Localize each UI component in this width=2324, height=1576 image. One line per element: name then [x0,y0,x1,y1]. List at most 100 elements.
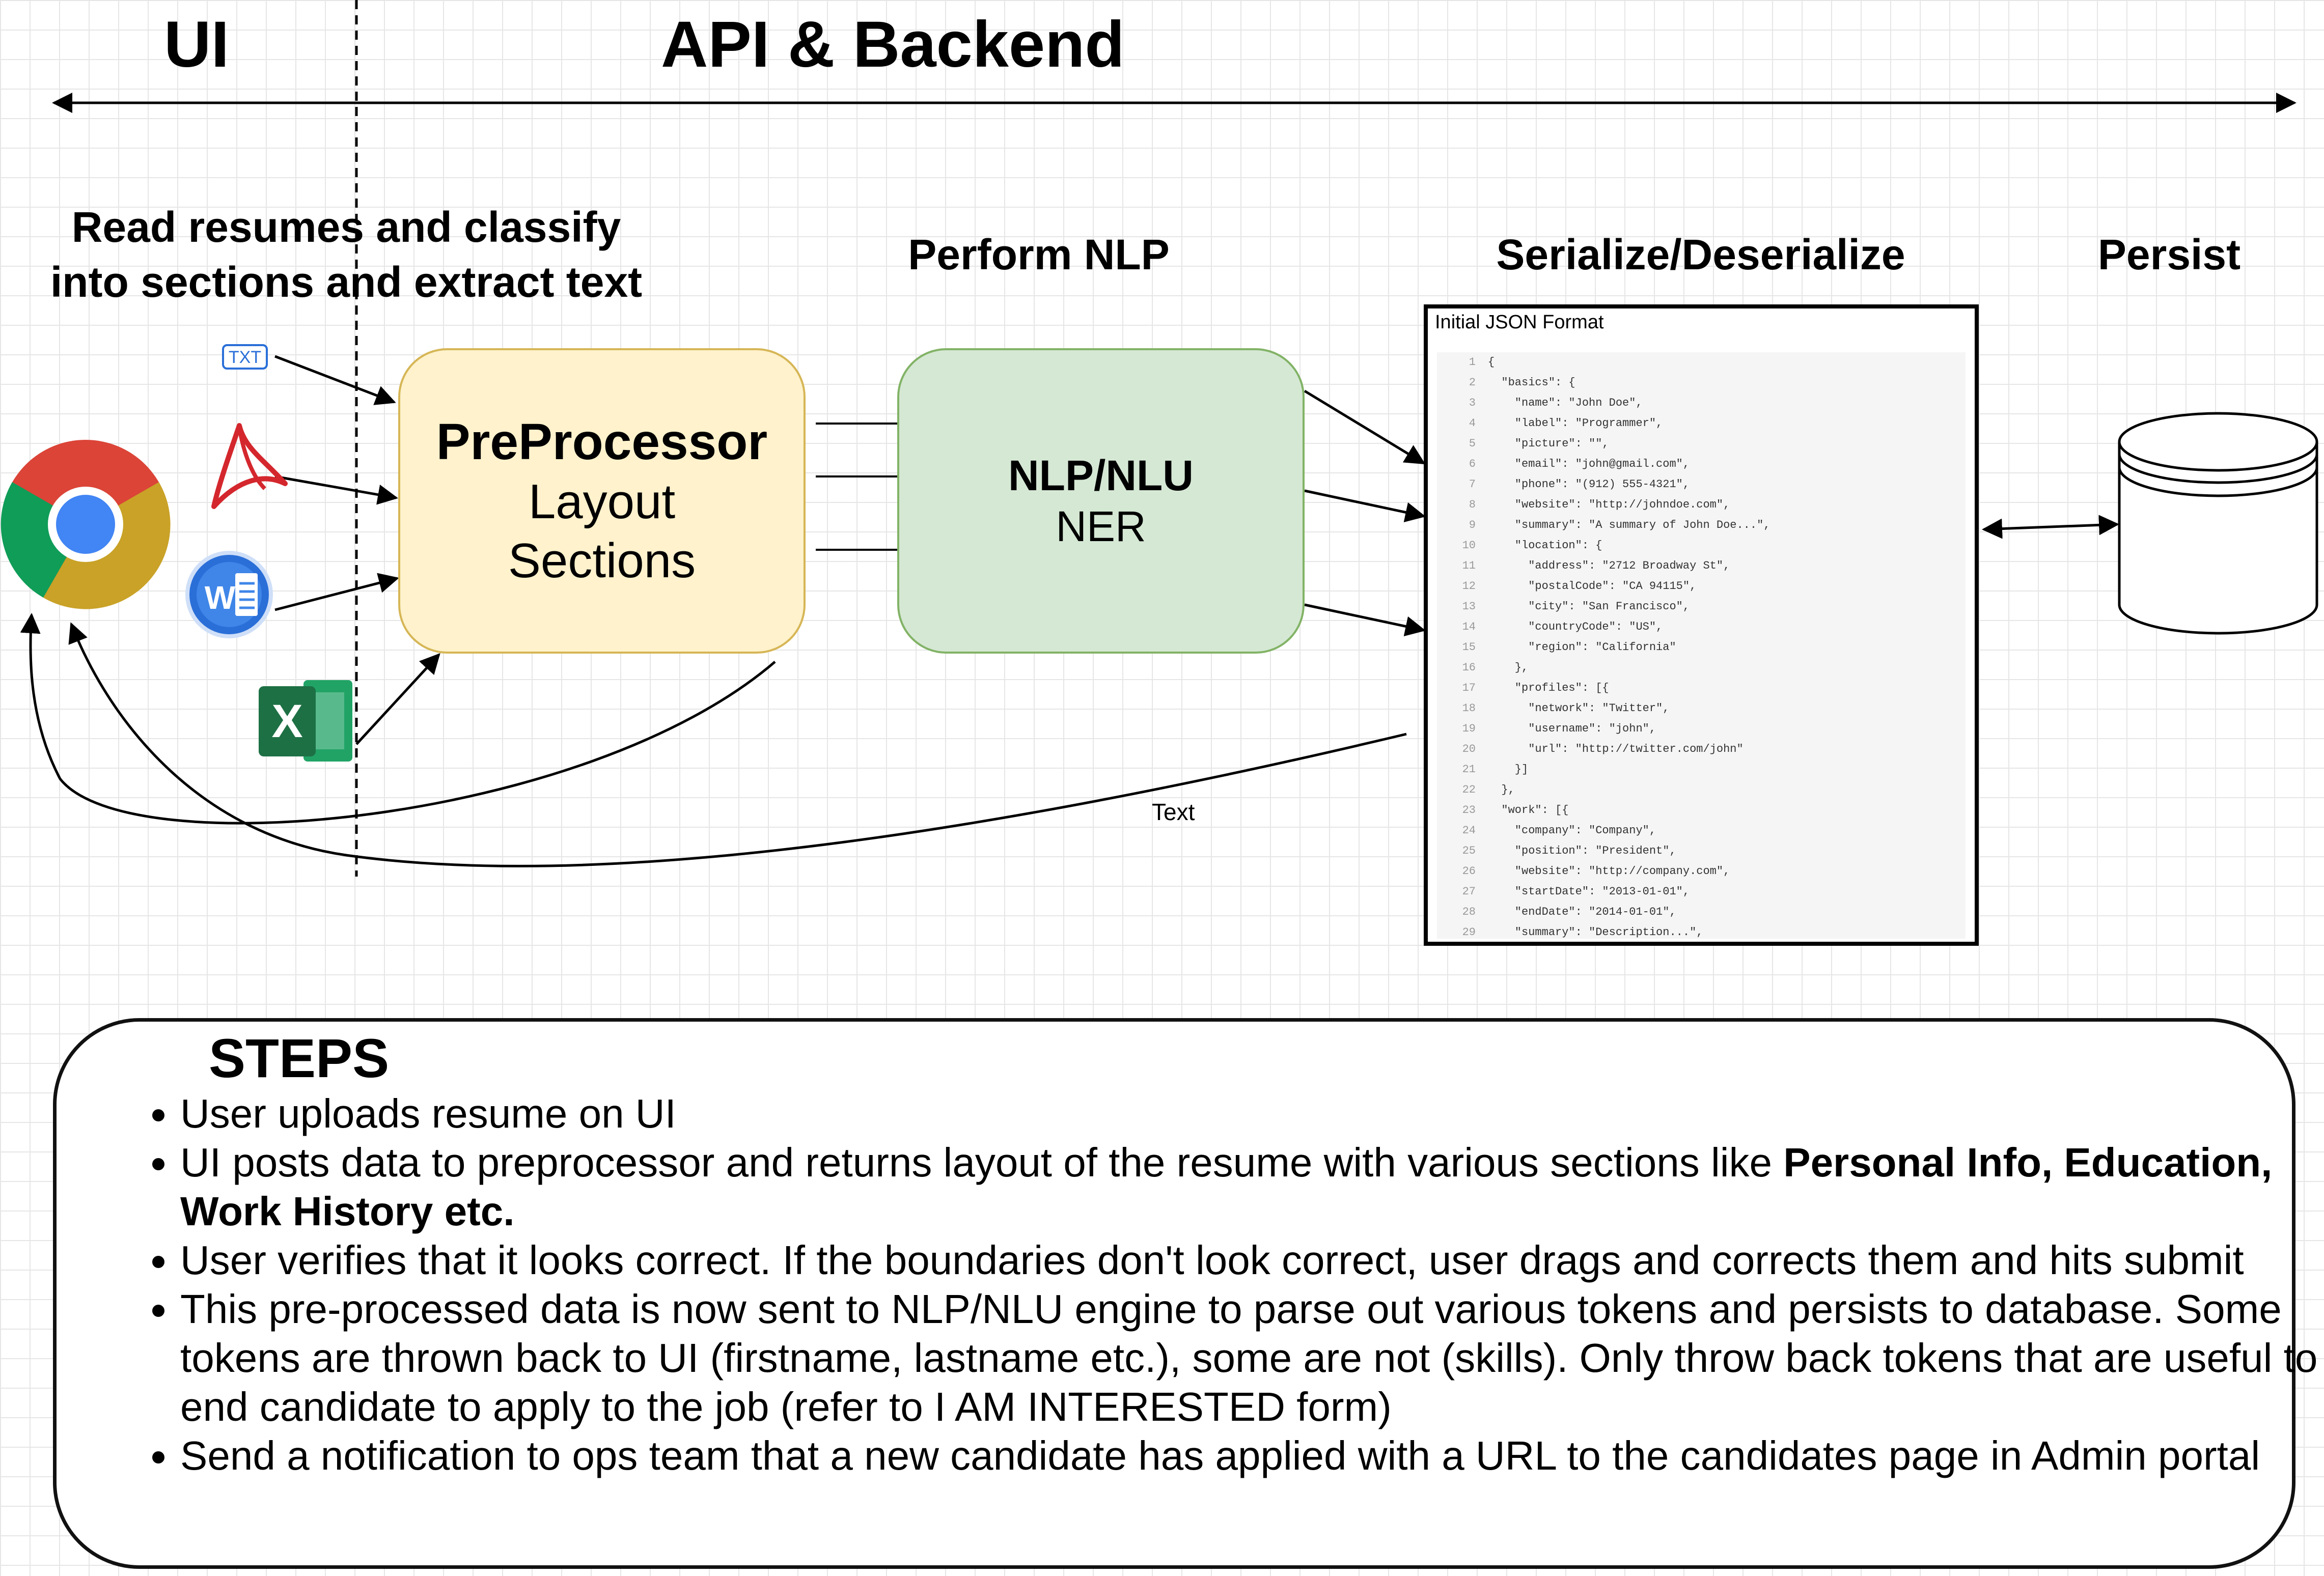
code-line-number: 24 [1462,824,1476,837]
step-item: This pre-processed data is now sent to N… [180,1285,2319,1431]
nlp-nlu-node: NLP/NLU NER [897,348,1305,654]
code-line-number: 5 [1469,437,1476,450]
json-format-panel: Initial JSON Format 1{2 "basics": {3 "na… [1424,304,1979,946]
step-item: User uploads resume on UI [180,1089,2319,1138]
code-line-number: 12 [1462,580,1476,593]
code-line-text: "summary": "Description...", [1488,926,1703,939]
code-line-text: "city": "San Francisco", [1488,600,1690,613]
step-item: Send a notification to ops team that a n… [180,1431,2319,1480]
txt-file-icon [222,344,268,370]
code-line: 29 "summary": "Description...", [1437,922,1966,939]
code-line-number: 26 [1462,865,1476,878]
code-line-number: 27 [1462,885,1476,898]
code-line-number: 6 [1469,458,1476,470]
steps-list: User uploads resume on UIUI posts data t… [137,1089,2319,1480]
code-line-text: "work": [{ [1488,804,1569,817]
step-text: Send a notification to ops team that a n… [180,1433,2260,1478]
code-line-number: 28 [1462,906,1476,918]
stage-read-line-2: into sections and extract text [50,258,643,306]
code-line: 2 "basics": { [1437,373,1966,393]
code-line-number: 23 [1462,804,1476,817]
api-backend-header: API & Backend [661,8,1125,81]
ui-header: UI [164,8,229,81]
code-line: 16 }, [1437,658,1966,678]
code-line: 19 "username": "john", [1437,719,1966,739]
code-line-text: "endDate": "2014-01-01", [1488,906,1676,918]
code-line-text: "website": "http://company.com", [1488,865,1730,878]
code-line-text: "region": "California" [1488,641,1676,654]
nlp-to-json-arrow-1 [1304,389,1426,465]
code-line: 15 "region": "California" [1437,637,1966,658]
code-line-text: "countryCode": "US", [1488,621,1663,633]
code-line-text: "picture": "", [1488,437,1609,450]
code-line: 5 "picture": "", [1437,434,1966,454]
json-to-ui-text-curve [68,622,1407,867]
code-line: 3 "name": "John Doe", [1437,393,1966,413]
code-line: 7 "phone": "(912) 555-4321", [1437,474,1966,495]
preprocessor-node: PreProcessor Layout Sections [398,348,806,654]
excel-to-preprocessor-arrow [355,653,440,745]
step-item: UI posts data to preprocessor and return… [180,1138,2319,1236]
stage-serialize-label: Serialize/Deserialize [1496,231,1905,278]
code-line-text: "profiles": [{ [1488,682,1609,694]
code-line-number: 17 [1462,682,1476,694]
code-line: 27 "startDate": "2013-01-01", [1437,882,1966,902]
pdf-to-preprocessor-arrow [274,475,398,505]
code-line-text: "address": "2712 Broadway St", [1488,559,1730,572]
json-db-arrow [1982,515,2119,539]
code-line-number: 13 [1462,600,1476,613]
code-line: 28 "endDate": "2014-01-01", [1437,902,1966,922]
txt-to-preprocessor-arrow [274,355,396,405]
code-line-number: 7 [1469,478,1476,491]
word-letter: W [205,579,236,616]
preprocessor-line-sections: Sections [508,533,696,588]
code-line: 13 "city": "San Francisco", [1437,597,1966,617]
code-line-text: }, [1488,661,1529,674]
excel-file-icon [259,680,352,762]
code-line-number: 15 [1462,641,1476,654]
code-line-text: "summary": "A summary of John Doe...", [1488,519,1770,531]
preprocessor-to-ui-curve [20,613,776,825]
code-line: 11 "address": "2712 Broadway St", [1437,556,1966,576]
word-file-icon [185,551,273,638]
code-line-text: "position": "President", [1488,845,1676,857]
code-line-number: 2 [1469,376,1476,389]
code-line-number: 20 [1462,743,1476,755]
code-line-text: "email": "john@gmail.com", [1488,458,1690,470]
code-line-text: "name": "John Doe", [1488,397,1643,409]
code-line-text: "company": "Company", [1488,824,1656,837]
steps-title: STEPS [209,1027,390,1089]
code-line-number: 10 [1462,539,1476,552]
code-line: 8 "website": "http://johndoe.com", [1437,495,1966,515]
code-line: 25 "position": "President", [1437,841,1966,861]
code-line-number: 16 [1462,661,1476,674]
code-line-text: "url": "http://twitter.com/john" [1488,743,1744,755]
nlp-title: NLP/NLU [1008,452,1194,499]
code-line: 9 "summary": "A summary of John Doe...", [1437,515,1966,536]
code-line: 12 "postalCode": "CA 94115", [1437,576,1966,597]
excel-letter: X [271,695,302,747]
code-line-number: 11 [1462,559,1476,572]
code-line: 23 "work": [{ [1437,800,1966,821]
nlp-to-json-arrow-3 [1304,603,1426,637]
code-line-text: "startDate": "2013-01-01", [1488,885,1690,898]
code-line-number: 25 [1462,845,1476,857]
code-line-text: "website": "http://johndoe.com", [1488,498,1730,511]
step-text: This pre-processed data is now sent to N… [180,1286,2318,1429]
preprocessor-line-layout: Layout [528,474,676,529]
code-line: 21 }] [1437,759,1966,780]
code-line-number: 29 [1462,926,1476,939]
code-line-text: "postalCode": "CA 94115", [1488,580,1697,593]
code-line-text: }, [1488,783,1515,796]
step-text: UI posts data to preprocessor and return… [180,1140,1784,1185]
code-line-number: 3 [1469,397,1476,409]
code-line: 4 "label": "Programmer", [1437,413,1966,434]
stage-persist-label: Persist [2097,231,2241,278]
steps-panel [53,1018,2295,1569]
pdf-file-icon [211,423,288,509]
code-line-text: "username": "john", [1488,722,1656,735]
database-icon [2118,412,2318,635]
nlp-line-ner: NER [1056,502,1146,550]
code-line-number: 1 [1469,356,1476,369]
